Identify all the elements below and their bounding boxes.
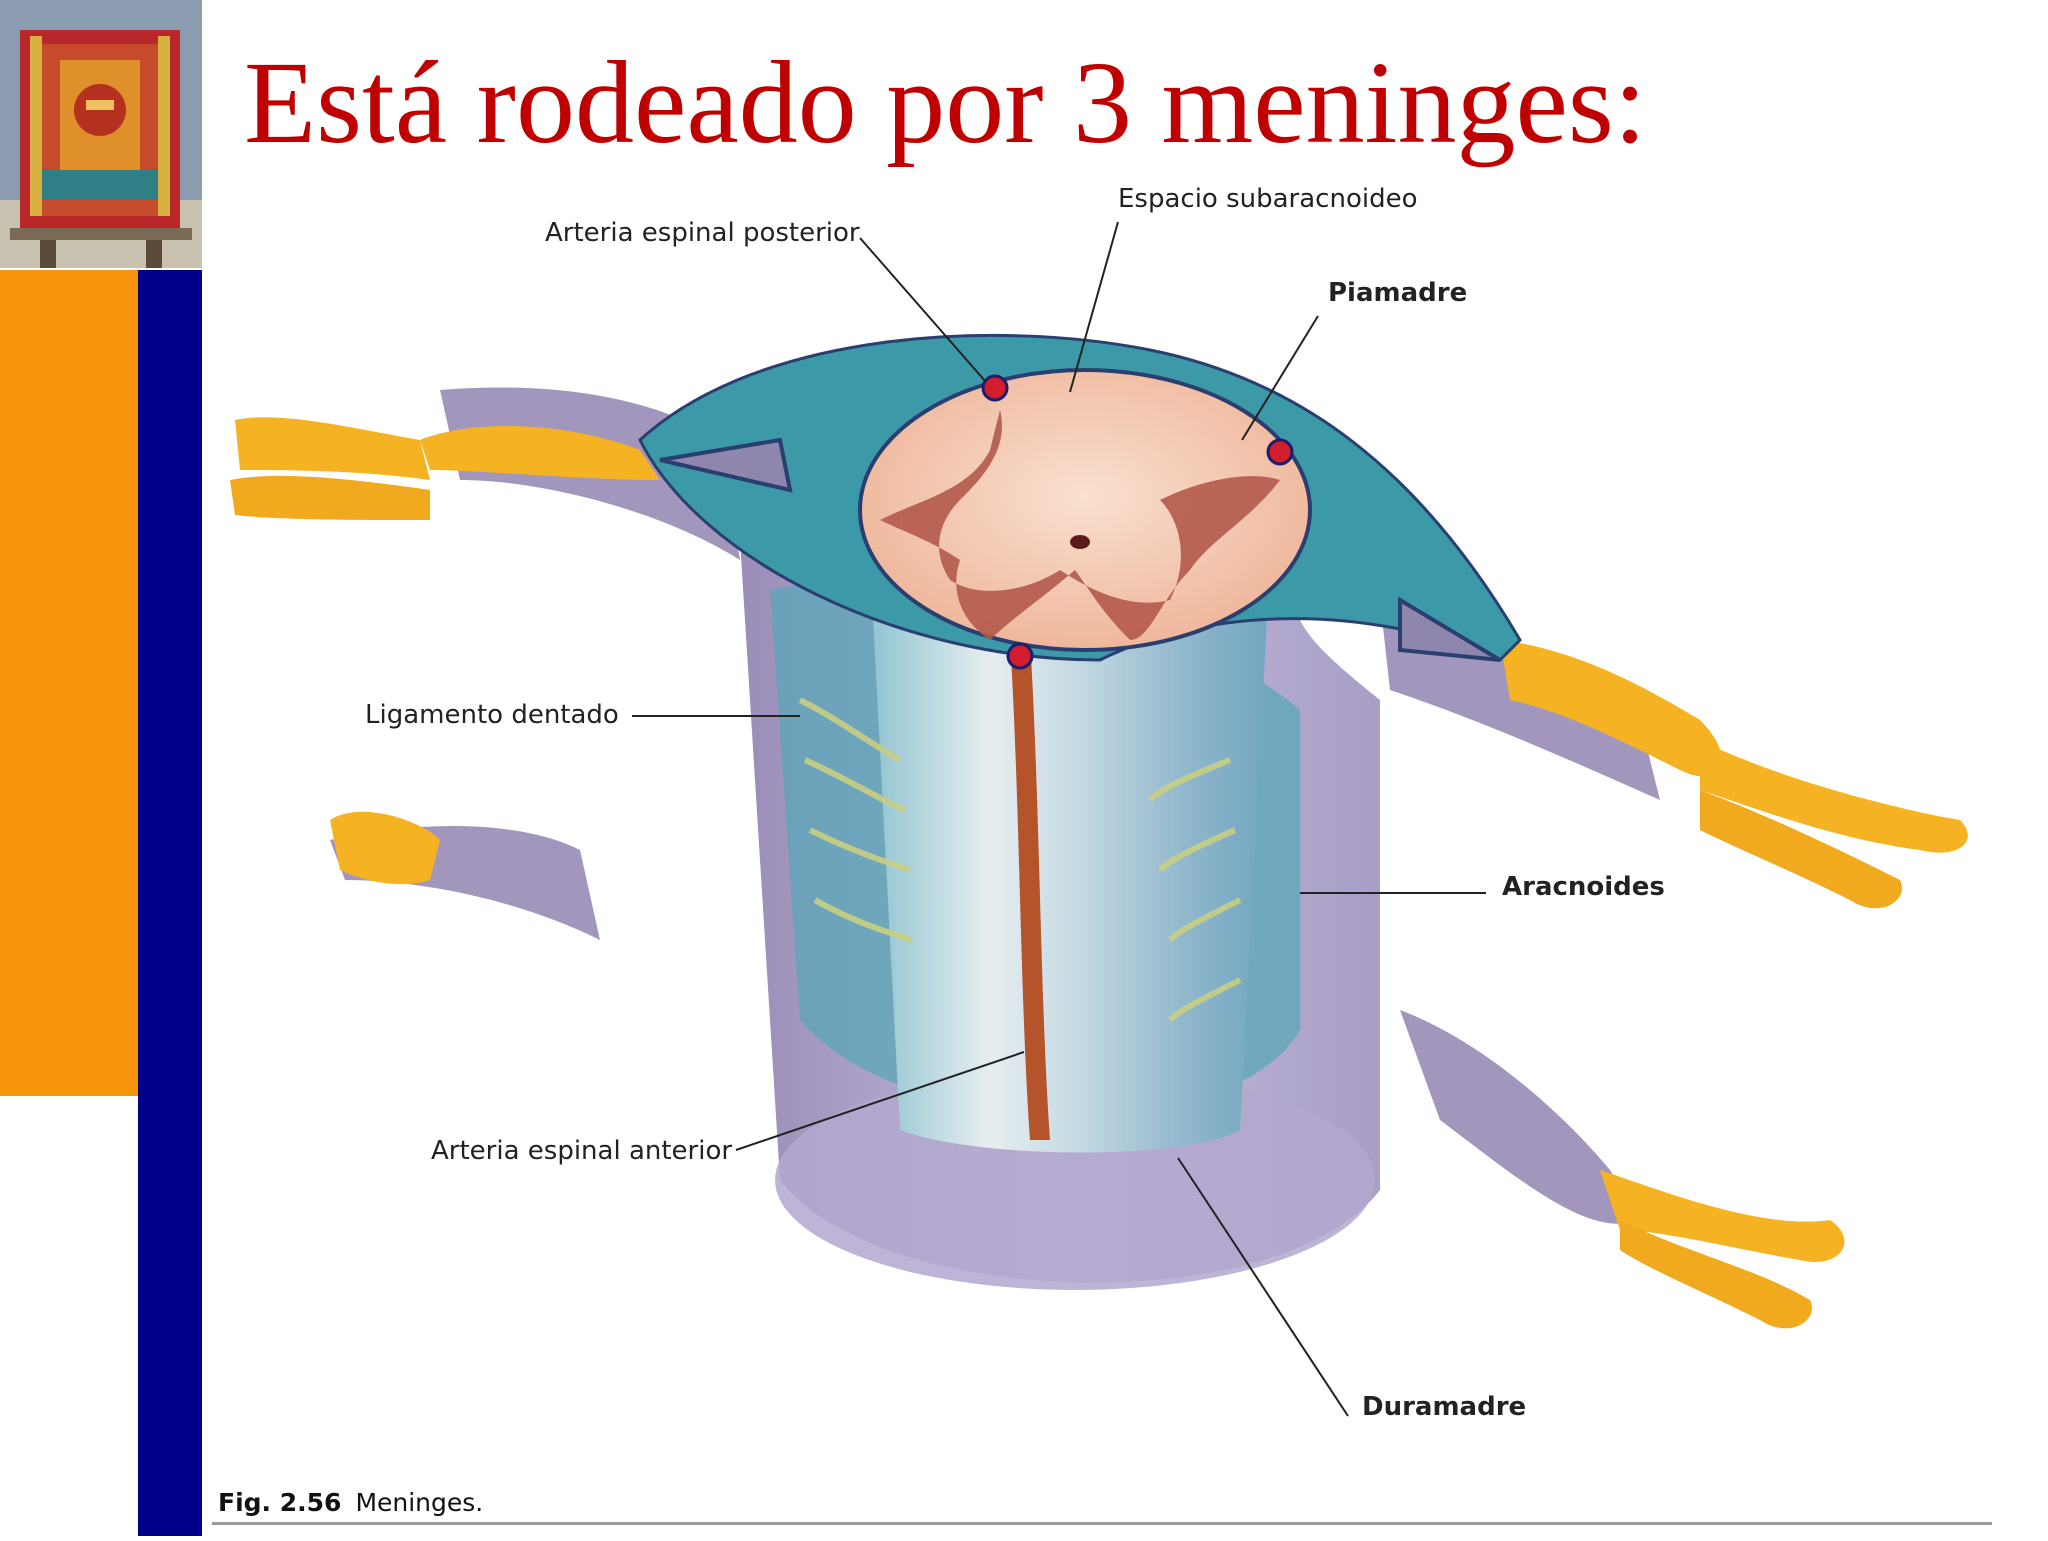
label-anterior-spinal-artery: Arteria espinal anterior [431,1136,733,1166]
label-dura-mater: Duramadre [1362,1392,1527,1422]
figure-caption-text: Meninges. [355,1488,484,1517]
mural-building-icon [0,0,202,268]
sidebar-navy-bar [138,270,202,1536]
meninges-illustration [210,180,2000,1536]
sidebar-orange-bar [0,270,138,1096]
slide-title: Está rodeado por 3 meninges: [244,37,1647,168]
label-subarachnoid-space: Espacio subaracnoideo [1118,184,1418,214]
label-denticulate-ligament: Ligamento dentado [365,700,619,730]
figure-number: Fig. 2.56 [218,1488,342,1517]
label-arachnoid: Aracnoides [1502,872,1665,902]
label-pia-mater: Piamadre [1328,278,1468,308]
figure-caption: Fig. 2.56 Meninges. [218,1488,483,1517]
caption-rule [212,1522,1992,1525]
label-posterior-spinal-artery: Arteria espinal posterior [545,218,860,248]
